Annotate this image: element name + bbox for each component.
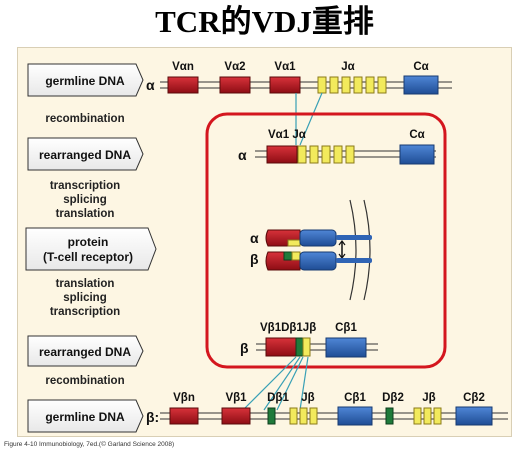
- page-title: TCR的VDJ重排: [155, 4, 374, 39]
- alpha-chain-symbol: α: [146, 77, 155, 93]
- flow-box-label: rearranged DNA: [39, 345, 131, 359]
- flow-box-label: germline DNA: [45, 74, 125, 88]
- beta-rearranged-dna: β Vβ1Dβ1Jβ Cβ1: [240, 322, 378, 358]
- beta-chain-symbol: β: [250, 251, 259, 267]
- flow-box-rearranged-alpha: rearranged DNA: [27, 137, 144, 171]
- protein-label: protein: [68, 235, 109, 249]
- step-translation: translation: [56, 208, 115, 220]
- segment-label-vb1: Vβ1: [225, 392, 247, 404]
- step-transcription: transcription: [50, 180, 120, 192]
- segment-label-ca: Cα: [413, 61, 428, 73]
- segment-label-cb1: Cβ1: [344, 392, 366, 404]
- flow-box-protein: protein (T-cell receptor): [25, 227, 157, 271]
- connector-line: [299, 356, 309, 411]
- segment-label-va1ja: Vα1 Jα: [268, 129, 306, 141]
- flow-box-germline-alpha: germline DNA: [27, 63, 144, 97]
- connector-line: [276, 356, 304, 411]
- alpha-chain-symbol: α: [250, 230, 259, 246]
- flow-box-rearranged-beta: rearranged DNA: [27, 335, 144, 367]
- step-transcription-2: transcription: [50, 306, 120, 318]
- beta-chain-symbol: β:: [146, 409, 159, 425]
- alpha-rearranged-dna: α Vα1 Jα Cα: [238, 129, 436, 165]
- alpha-chain-symbol: α: [238, 147, 247, 163]
- flow-box-germline-beta: germline DNA: [27, 399, 144, 433]
- step-translation-2: translation: [56, 278, 115, 290]
- connector-line: [263, 356, 301, 411]
- step-splicing: splicing: [63, 194, 106, 206]
- segment-label-vdj: Vβ1Dβ1Jβ: [260, 322, 316, 334]
- segment-label-cb2: Cβ2: [463, 392, 485, 404]
- segment-label-va1: Vα1: [274, 61, 296, 73]
- flow-box-label: germline DNA: [45, 410, 125, 424]
- connector-line: [299, 92, 323, 146]
- highlight-frame: [205, 112, 447, 369]
- segment-label-ca: Cα: [409, 129, 424, 141]
- segment-label-jb2: Jβ: [422, 392, 435, 404]
- step-splicing-2: splicing: [63, 292, 106, 304]
- figure-caption: Figure 4-10 Immunobiology, 7ed.(© Garlan…: [4, 441, 175, 448]
- segment-label-cb1: Cβ1: [335, 322, 357, 334]
- tcr-protein: α β: [250, 199, 372, 301]
- flow-box-label: rearranged DNA: [39, 148, 131, 162]
- beta-germline-dna: β: Vβn Vβ1 Dβ1 Jβ Cβ1 Dβ2 Jβ Cβ2: [146, 392, 508, 426]
- segment-label-db1: Dβ1: [267, 392, 289, 404]
- step-recombination-1: recombination: [45, 113, 124, 125]
- connector-line: [242, 356, 297, 411]
- step-recombination-2: recombination: [45, 375, 124, 387]
- alpha-germline-dna: α Vαn Vα2 Vα1 Jα Cα: [146, 61, 452, 95]
- beta-chain-symbol: β: [240, 340, 249, 356]
- segment-label-ja: Jα: [341, 61, 354, 73]
- segment-label-van: Vαn: [172, 61, 194, 73]
- segment-label-vbn: Vβn: [173, 392, 195, 404]
- tcr-label: (T-cell receptor): [43, 250, 133, 264]
- segment-label-va2: Vα2: [224, 61, 245, 73]
- segment-label-jb1: Jβ: [301, 392, 314, 404]
- segment-label-db2: Dβ2: [382, 392, 404, 404]
